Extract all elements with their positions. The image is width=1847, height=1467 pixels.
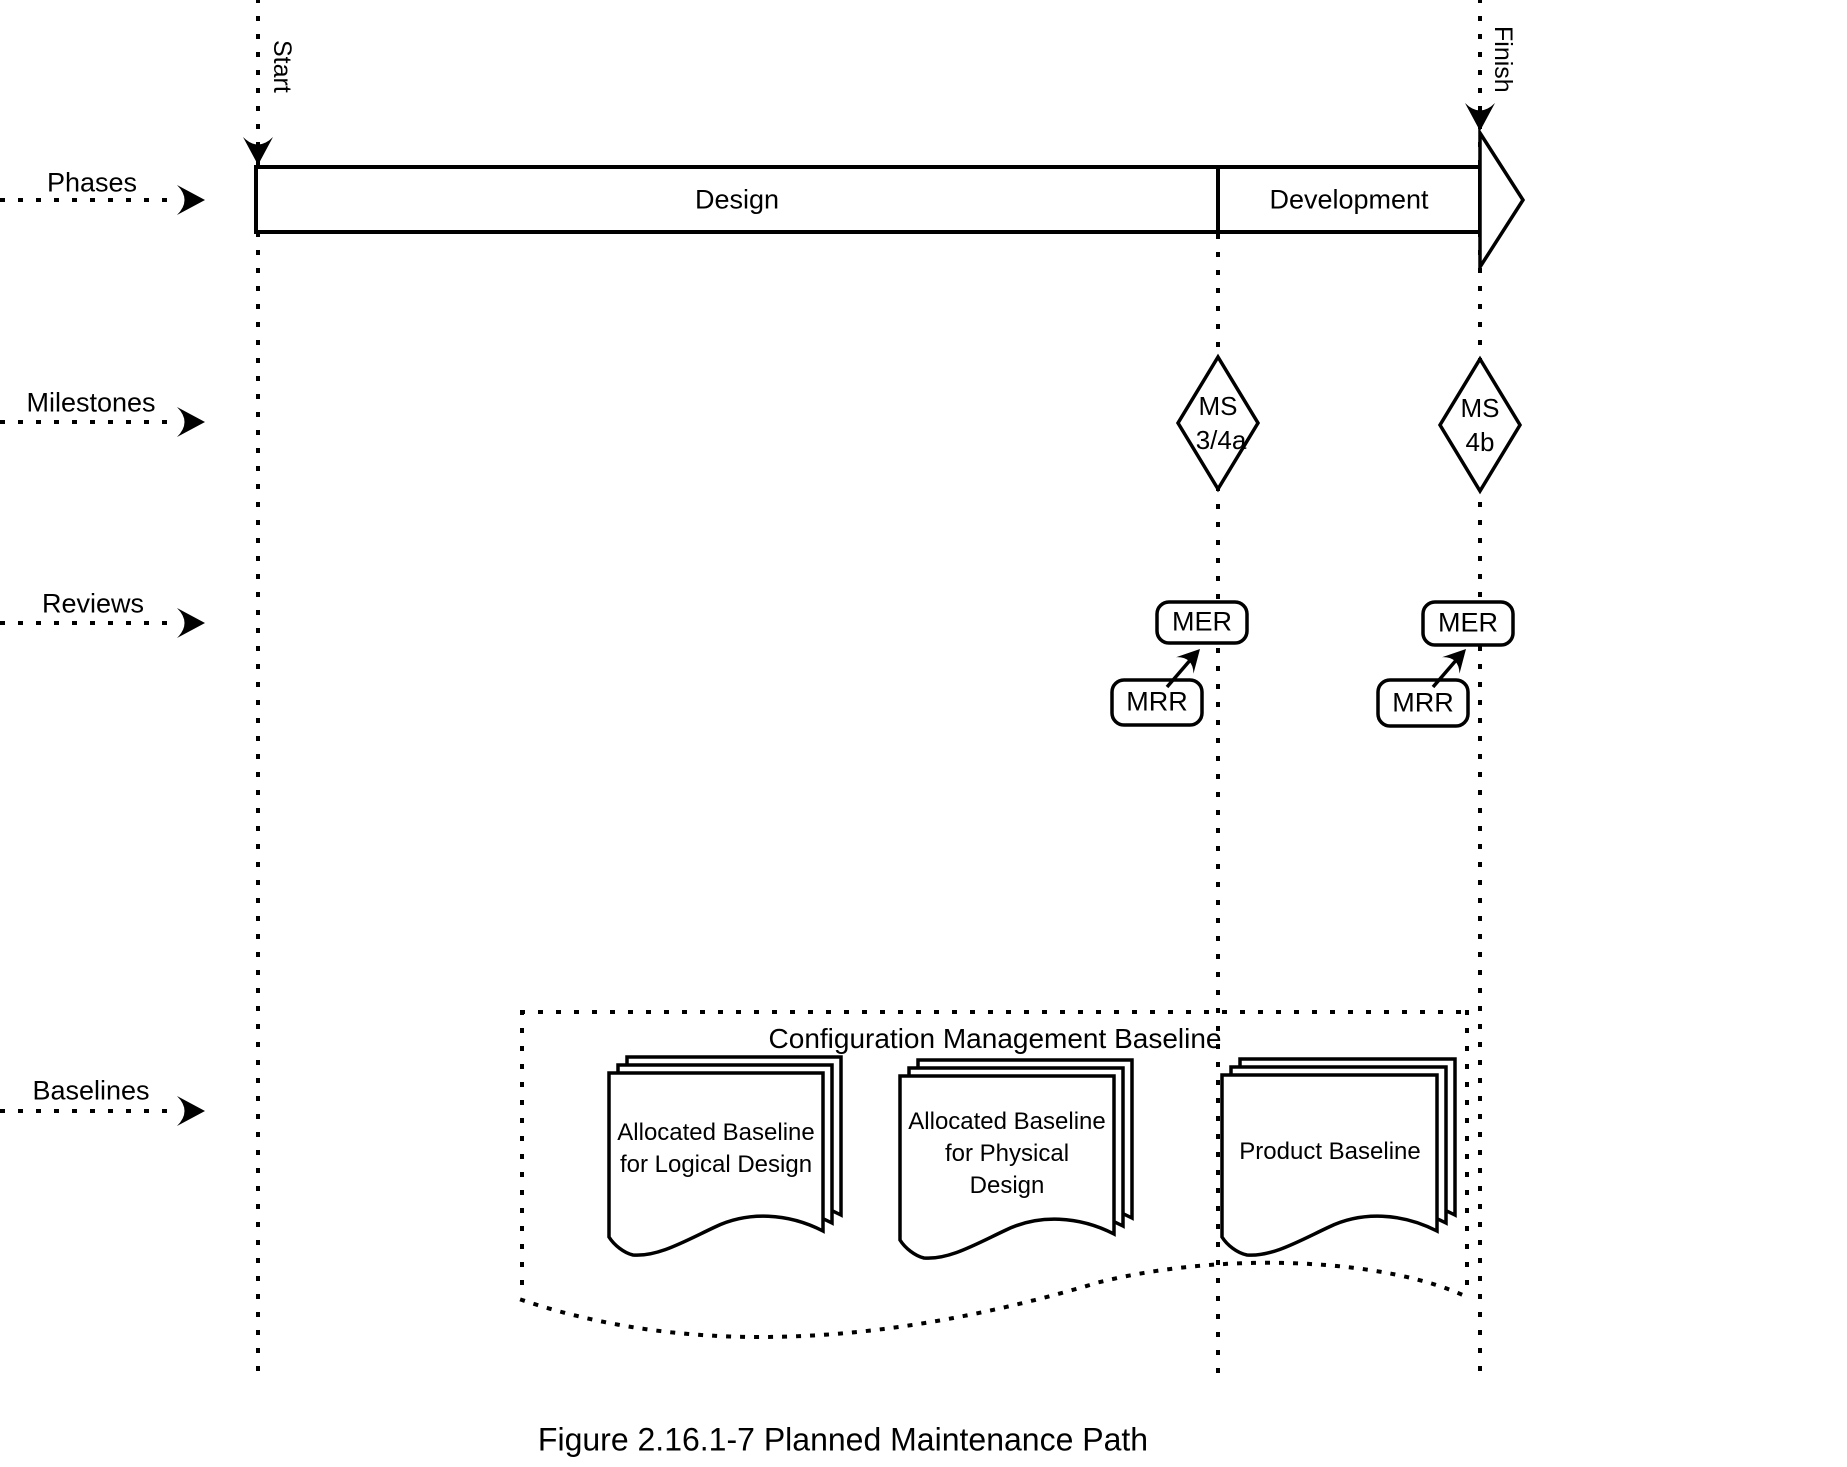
doc-stack-physical-design bbox=[898, 1058, 1134, 1260]
doc-product-line1: Product Baseline bbox=[1239, 1138, 1421, 1166]
row-label-phases: Phases bbox=[46, 167, 138, 198]
milestone-ms34a-line1: MS bbox=[1198, 391, 1238, 422]
mrr-to-mer-arrow-2 bbox=[1431, 656, 1460, 689]
mrr-label-1: MRR bbox=[1126, 686, 1188, 717]
phase-design-label: Design bbox=[694, 184, 780, 215]
doc-stack-logical-design bbox=[607, 1055, 843, 1257]
milestone-ms34a-diamond bbox=[1175, 353, 1261, 493]
baselines-arrowhead-icon bbox=[177, 1096, 205, 1126]
milestone-ms4b-line2: 4b bbox=[1465, 427, 1495, 458]
row-label-milestones: Milestones bbox=[26, 387, 156, 418]
doc-physical-line2: for Physical bbox=[944, 1140, 1070, 1168]
mer-label-2: MER bbox=[1438, 607, 1498, 638]
mer-box-1 bbox=[1155, 600, 1249, 645]
phases-arrowhead-icon bbox=[177, 185, 205, 215]
cmb-container-bottom-wave bbox=[519, 1260, 1470, 1339]
mer-box-2 bbox=[1421, 600, 1515, 647]
milestone-ms4b-line1: MS bbox=[1460, 393, 1500, 424]
row-label-reviews: Reviews bbox=[41, 588, 145, 619]
doc-logical-line1: Allocated Baseline bbox=[617, 1119, 815, 1147]
milestone-ms34a-line2: 3/4a bbox=[1195, 425, 1247, 456]
mrr-to-mer-arrow-1 bbox=[1165, 656, 1194, 689]
cmb-container-title: Configuration Management Baseline bbox=[768, 1022, 1222, 1054]
mrr-label-2: MRR bbox=[1392, 687, 1454, 718]
phase-development-label: Development bbox=[1269, 184, 1429, 215]
doc-physical-line3: Design bbox=[969, 1172, 1045, 1200]
finish-label: Finish bbox=[1489, 26, 1517, 93]
mer-label-1: MER bbox=[1172, 606, 1232, 637]
doc-logical-line2: for Logical Design bbox=[619, 1151, 813, 1179]
reviews-arrowhead-icon bbox=[177, 608, 205, 638]
mrr-box-2 bbox=[1376, 678, 1470, 728]
figure-caption: Figure 2.16.1-7 Planned Maintenance Path bbox=[537, 1421, 1149, 1458]
doc-stack-product-baseline bbox=[1220, 1057, 1457, 1257]
mrr-box-1 bbox=[1110, 678, 1204, 727]
milestone-ms4b-diamond bbox=[1437, 355, 1523, 495]
finish-pennant bbox=[1478, 127, 1526, 273]
phases-bar bbox=[254, 165, 1482, 234]
start-label: Start bbox=[268, 40, 296, 93]
start-arrowhead-icon bbox=[243, 137, 273, 165]
doc-physical-line1: Allocated Baseline bbox=[908, 1108, 1106, 1136]
milestones-arrowhead-icon bbox=[177, 407, 205, 437]
row-label-baselines: Baselines bbox=[32, 1075, 150, 1106]
